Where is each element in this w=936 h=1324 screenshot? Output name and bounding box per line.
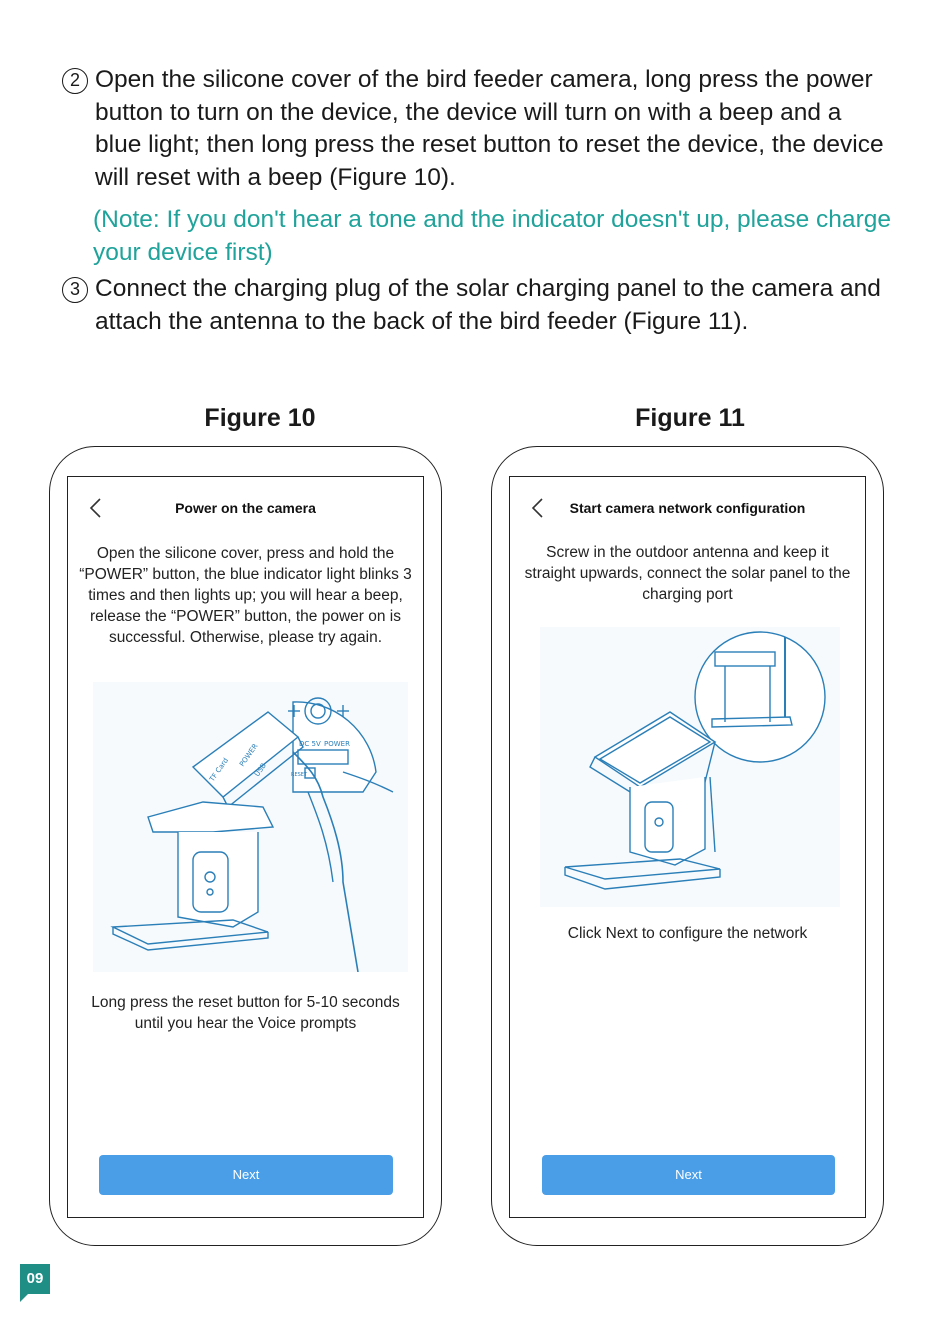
figure-10-phone-frame: Power on the camera Open the silicone co…	[49, 446, 442, 1246]
step-2-text: Open the silicone cover of the bird feed…	[95, 66, 884, 191]
figure-11-caption: Figure 11	[635, 404, 745, 432]
label-reset: RESET	[291, 772, 308, 778]
power-button-illustration: DC 5V POWER RESET TF Card POWER USB	[93, 682, 408, 972]
antenna-solar-illustration	[540, 627, 840, 907]
figure-10-screen-title: Power on the camera	[175, 500, 316, 516]
page-badge-tail	[20, 1292, 30, 1302]
next-button[interactable]: Next	[99, 1155, 393, 1195]
figure-11-screen-title: Start camera network configuration	[569, 500, 806, 516]
figure-11-phone-frame: Start camera network configuration Screw…	[491, 446, 884, 1246]
charge-note: (Note: If you don't hear a tone and the …	[93, 206, 891, 266]
step-3-text: Connect the charging plug of the solar c…	[95, 275, 881, 335]
figure-10-caption: Figure 10	[204, 404, 316, 432]
figure-10-description: Open the silicone cover, press and hold …	[79, 545, 412, 646]
configure-instruction: Click Next to configure the network	[567, 925, 808, 942]
step-number-2: 2	[62, 68, 88, 94]
reset-instruction: Long press the reset button for 5-10 sec…	[91, 994, 400, 1032]
label-power-port: POWER	[324, 740, 350, 748]
figure-11-topbar: Start camera network configuration	[510, 477, 865, 537]
page-number-badge: 09	[20, 1264, 50, 1294]
figure-11-description: Screw in the outdoor antenna and keep it…	[524, 544, 851, 603]
label-dc5v: DC 5V	[299, 740, 321, 748]
figure-11-screen: Start camera network configuration Screw…	[509, 476, 866, 1218]
next-button[interactable]: Next	[542, 1155, 835, 1195]
back-arrow-icon[interactable]	[88, 497, 104, 519]
back-arrow-icon[interactable]	[530, 497, 546, 519]
figure-10-screen: Power on the camera Open the silicone co…	[67, 476, 424, 1218]
step-number-3: 3	[62, 277, 88, 303]
figure-10-topbar: Power on the camera	[68, 477, 423, 537]
step-2: 2 Open the silicone cover of the bird fe…	[62, 64, 892, 194]
step-3: 3 Connect the charging plug of the solar…	[62, 273, 892, 338]
